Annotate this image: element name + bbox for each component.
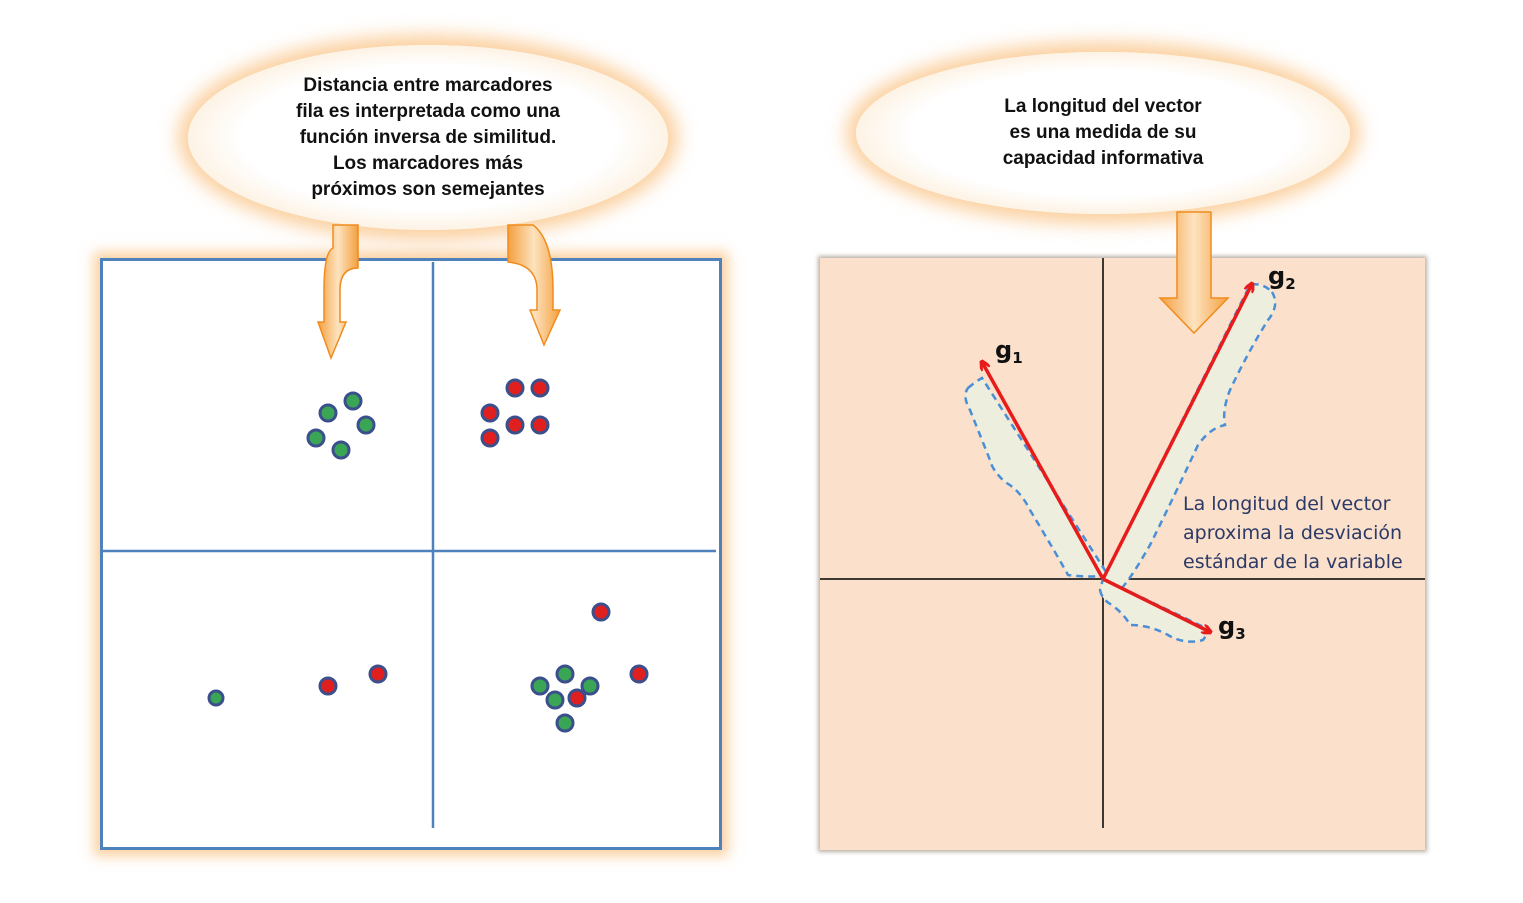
biplot-left-panel (100, 258, 722, 850)
vector-g1 (982, 362, 1105, 580)
marker-green (580, 676, 600, 696)
callout-vector-text: La longitud del vector es una medida de … (1002, 96, 1204, 169)
marker-cluster-top-left (306, 391, 376, 460)
marker-green (555, 713, 575, 733)
marker-green (331, 440, 351, 460)
straight-down-arrow (1158, 211, 1230, 335)
marker-red (505, 378, 525, 398)
vector-g2 (1101, 284, 1252, 580)
marker-red (505, 415, 525, 435)
marker-red (318, 676, 338, 696)
marker-green (555, 664, 575, 684)
marker-green (356, 415, 376, 435)
marker-cluster-bottom-right (530, 602, 649, 733)
marker-red (530, 415, 550, 435)
vector-label-g3: g3 (1218, 612, 1246, 643)
bracket-g2 (1101, 283, 1277, 592)
vector-length-note-text: La longitud del vector aproxima la desvi… (1183, 493, 1403, 573)
callout-distance-text: Distancia entre marcadores fila es inter… (296, 74, 560, 200)
bracket-g3 (1098, 577, 1212, 643)
marker-cluster-bottom-left (207, 664, 388, 707)
marker-red (530, 378, 550, 398)
callout-vector-length: La longitud del vector es una medida de … (856, 52, 1350, 214)
vector-label-g1: g1 (995, 336, 1023, 367)
callout-distance-explanation: Distancia entre marcadores fila es inter… (188, 45, 668, 230)
marker-red (480, 428, 500, 448)
vector-length-note: La longitud del vector aproxima la desvi… (1183, 490, 1443, 577)
marker-green (306, 428, 326, 448)
marker-green (318, 403, 338, 423)
marker-red (567, 688, 587, 708)
marker-green (343, 391, 363, 411)
marker-green (207, 689, 225, 707)
vector-g3 (1102, 577, 1210, 632)
curved-arrow-right (507, 224, 562, 347)
vector-label-g2: g2 (1268, 262, 1296, 293)
marker-red (591, 602, 611, 622)
marker-red (368, 664, 388, 684)
curved-arrow-left (316, 224, 359, 361)
marker-red (480, 403, 500, 423)
marker-green (530, 676, 550, 696)
marker-cluster-top-right (480, 378, 550, 448)
marker-red (629, 664, 649, 684)
marker-green (545, 690, 565, 710)
